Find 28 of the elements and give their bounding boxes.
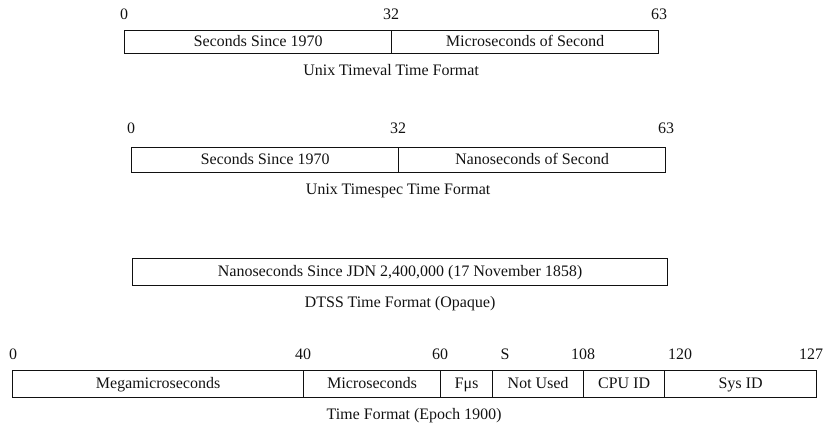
- bit-position: 60: [432, 346, 448, 364]
- bit-position: 120: [668, 346, 692, 364]
- format-caption: Time Format (Epoch 1900): [326, 406, 502, 424]
- bit-field: Nanoseconds of Second: [398, 147, 666, 173]
- bit-field: Sys ID: [664, 370, 817, 398]
- bit-position: 63: [651, 6, 667, 24]
- bit-field: Microseconds: [303, 370, 441, 398]
- bit-position: 0: [9, 346, 17, 364]
- bit-field: Seconds Since 1970: [131, 147, 399, 173]
- bit-position: 108: [571, 346, 595, 364]
- format-caption: Unix Timeval Time Format: [303, 62, 479, 80]
- bit-field: CPU ID: [583, 370, 665, 398]
- bit-position: 40: [295, 346, 311, 364]
- bit-field: Microseconds of Second: [391, 30, 659, 54]
- bit-position: 32: [390, 120, 406, 138]
- bit-position: 0: [120, 6, 128, 24]
- bit-field: Nanoseconds Since JDN 2,400,000 (17 November 1858): [132, 258, 668, 286]
- bit-field: Megamicroseconds: [12, 370, 304, 398]
- bit-position: 63: [658, 120, 674, 138]
- bit-position: S: [500, 346, 510, 364]
- bit-position: 32: [383, 6, 399, 24]
- format-caption: Unix Timespec Time Format: [306, 181, 490, 199]
- format-caption: DTSS Time Format (Opaque): [304, 294, 496, 312]
- bit-field: Fμs: [440, 370, 493, 398]
- bit-field: Not Used: [492, 370, 584, 398]
- bit-field: Seconds Since 1970: [124, 30, 392, 54]
- bit-position: 127: [799, 346, 823, 364]
- bit-position: 0: [127, 120, 135, 138]
